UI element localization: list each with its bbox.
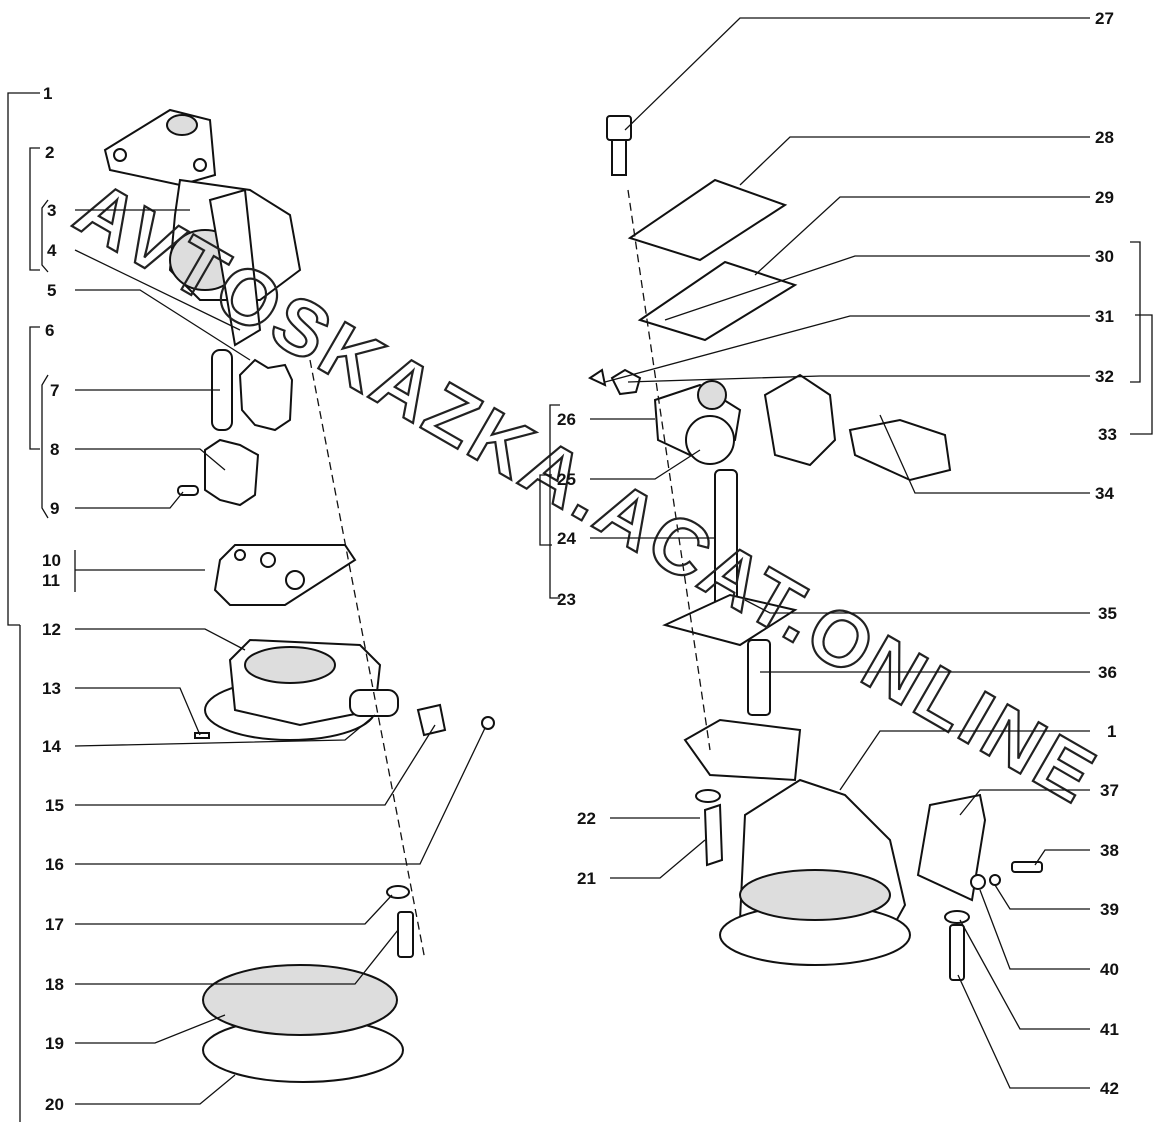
label-8: 8: [50, 440, 59, 459]
label-10: 10: [42, 551, 61, 570]
label-34: 34: [1095, 484, 1114, 503]
label-41: 41: [1100, 1020, 1119, 1039]
label-23: 23: [557, 590, 576, 609]
label-17: 17: [45, 915, 64, 934]
label-40: 40: [1100, 960, 1119, 979]
label-26: 26: [557, 410, 576, 429]
label-25: 25: [557, 470, 576, 489]
label-14: 14: [42, 737, 61, 756]
part-labels: 1 2 3 4 5 6 7 8 9 10 11 12 13 14 15 16 1…: [42, 9, 1119, 1114]
label-1-right: 1: [1107, 722, 1116, 741]
label-12: 12: [42, 620, 61, 639]
label-21: 21: [577, 869, 596, 888]
label-16: 16: [45, 855, 64, 874]
left-pump-assembly: [103, 108, 495, 1083]
label-11: 11: [42, 571, 60, 590]
label-24: 24: [557, 529, 576, 548]
label-36: 36: [1098, 663, 1117, 682]
label-38: 38: [1100, 841, 1119, 860]
label-30: 30: [1095, 247, 1114, 266]
label-6: 6: [45, 321, 54, 340]
label-4: 4: [47, 241, 57, 260]
label-22: 22: [577, 809, 596, 828]
label-3: 3: [47, 201, 56, 220]
label-27: 27: [1095, 9, 1114, 28]
label-37: 37: [1100, 781, 1119, 800]
label-1: 1: [43, 84, 52, 103]
label-9: 9: [50, 499, 59, 518]
label-18: 18: [45, 975, 64, 994]
label-15: 15: [45, 796, 64, 815]
label-7: 7: [50, 381, 59, 400]
right-pump-assembly: [587, 115, 1043, 981]
label-39: 39: [1100, 900, 1119, 919]
label-33: 33: [1098, 425, 1117, 444]
label-13: 13: [42, 679, 61, 698]
label-28: 28: [1095, 128, 1114, 147]
label-42: 42: [1100, 1079, 1119, 1098]
label-32: 32: [1095, 367, 1114, 386]
leader-lines: [74, 17, 1090, 1105]
label-20: 20: [45, 1095, 64, 1114]
label-5: 5: [47, 281, 56, 300]
label-29: 29: [1095, 188, 1114, 207]
label-2: 2: [45, 143, 54, 162]
group-brackets: [7, 92, 1153, 1122]
label-35: 35: [1098, 604, 1117, 623]
label-31: 31: [1095, 307, 1114, 326]
label-19: 19: [45, 1034, 64, 1053]
